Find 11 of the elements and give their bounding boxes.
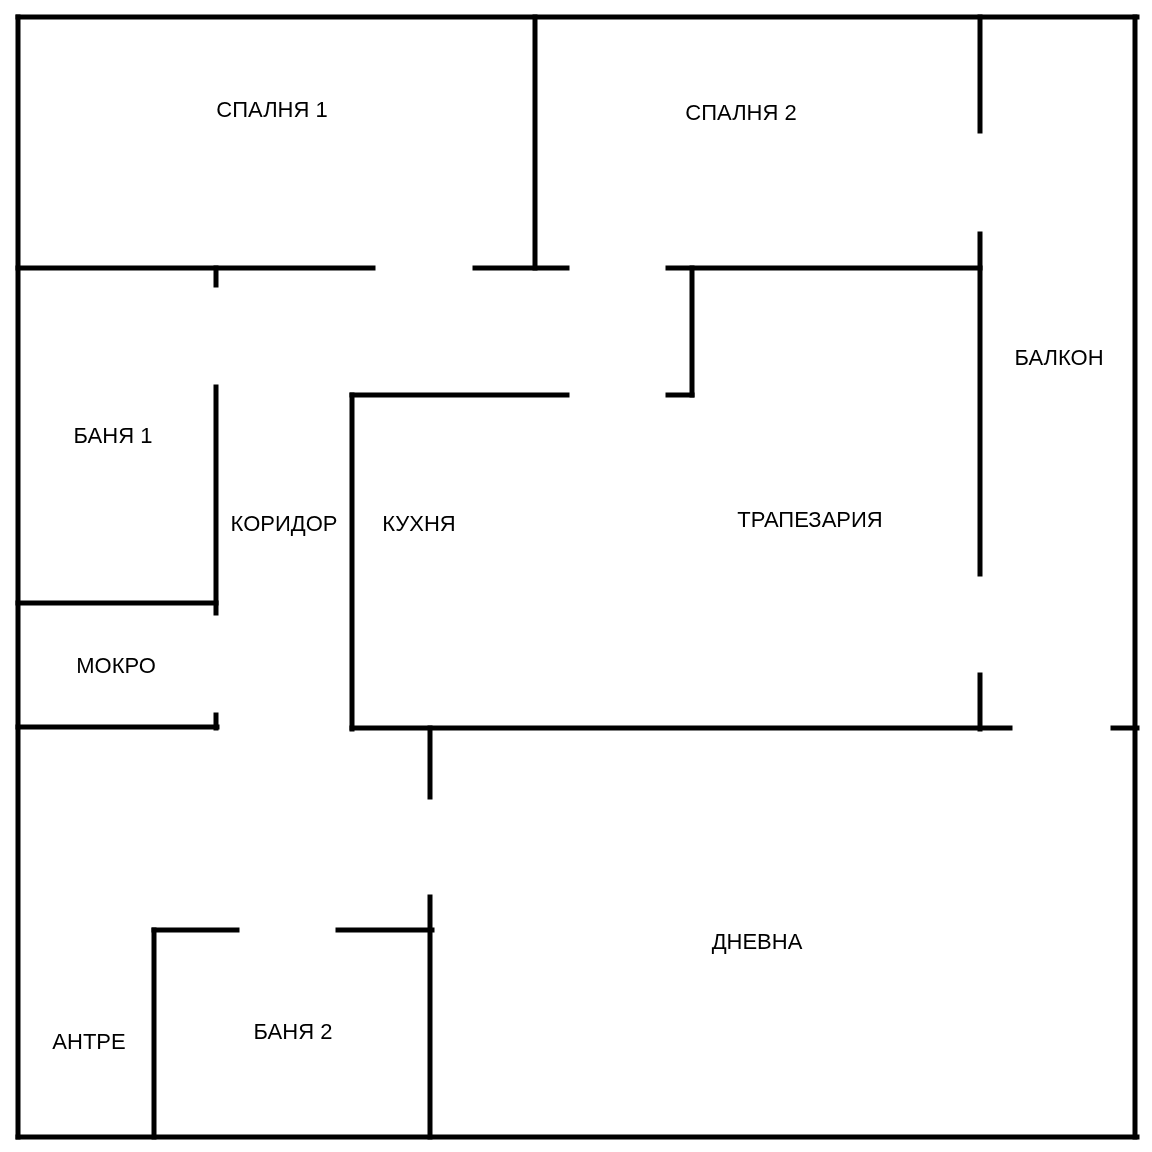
room-label: АНТРЕ — [52, 1031, 126, 1053]
room-label: БАЛКОН — [1014, 347, 1104, 369]
room-label: БАНЯ 1 — [73, 425, 153, 447]
room-label: КУХНЯ — [382, 513, 456, 535]
room-label: СПАЛНЯ 2 — [685, 102, 797, 124]
room-label: ДНЕВНА — [711, 931, 803, 953]
room-label: МОКРО — [76, 655, 156, 677]
room-label: ТРАПЕЗАРИЯ — [737, 509, 883, 531]
room-label: КОРИДОР — [230, 513, 338, 535]
room-label: СПАЛНЯ 1 — [216, 99, 328, 121]
room-label: БАНЯ 2 — [253, 1021, 333, 1043]
